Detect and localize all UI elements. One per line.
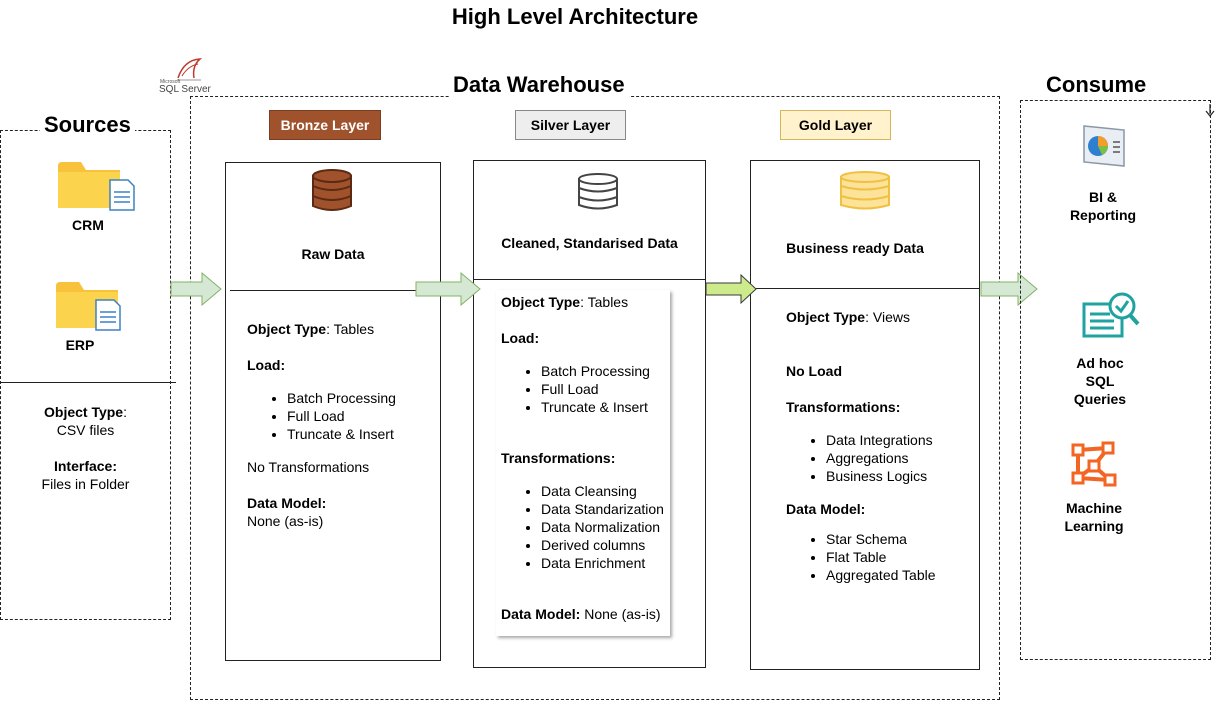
- sql-logo-text: SQL Server: [159, 84, 211, 95]
- database-icon: [838, 170, 892, 212]
- list-item: Full Load: [287, 407, 396, 425]
- list-item: Data Cleansing: [541, 482, 664, 500]
- silver-object-type-value: : Tables: [580, 294, 629, 310]
- silver-divider: [473, 279, 706, 280]
- consume-heading: Consume: [1042, 72, 1151, 98]
- list-item: Star Schema: [826, 530, 936, 548]
- gold-divider: [756, 288, 980, 289]
- list-item: Data Standarization: [541, 500, 664, 518]
- sources-object-type-label: Object Type: [44, 404, 124, 420]
- warehouse-heading: Data Warehouse: [449, 72, 629, 98]
- gold-object-type: Object Type: Views: [786, 308, 910, 326]
- bronze-load-label: Load:: [247, 357, 286, 373]
- bronze-subtitle: Raw Data: [301, 246, 365, 262]
- list-item: Batch Processing: [287, 389, 396, 407]
- silver-subtitle: Cleaned, Standarised Data: [501, 235, 678, 251]
- consume-label-ml: Machine Learning: [1034, 499, 1154, 535]
- consume-label-bi: BI & Reporting: [1040, 188, 1166, 224]
- bronze-layer-box: [225, 162, 441, 661]
- machine-learning-icon: [1070, 440, 1118, 488]
- database-icon: [576, 172, 620, 212]
- source-label-crm: CRM: [72, 217, 104, 233]
- list-item: Batch Processing: [541, 362, 650, 380]
- list-item: Data Enrichment: [541, 554, 664, 572]
- dashboard-report-icon: [1078, 122, 1130, 170]
- gold-object-type-value: : Views: [865, 309, 910, 325]
- silver-transformation-list: Data Cleansing Data Standarization Data …: [501, 482, 664, 572]
- bronze-layer-badge: Bronze Layer: [269, 110, 381, 140]
- silver-load-label: Load:: [501, 330, 540, 346]
- arrow-icon: [170, 271, 222, 311]
- database-icon: [310, 168, 354, 214]
- consume-label-line: SQL: [1085, 373, 1115, 389]
- gold-layer-box: [750, 160, 980, 670]
- arrow-icon: [705, 273, 757, 309]
- sources-object-type-value: CSV files: [56, 422, 115, 438]
- consume-label-line: Queries: [1073, 391, 1127, 407]
- gold-subtitle: Business ready Data: [786, 240, 924, 256]
- bronze-load-list: Batch Processing Full Load Truncate & In…: [247, 389, 396, 443]
- silver-data-model-label: Data Model:: [501, 606, 581, 622]
- sources-interface-value: Files in Folder: [41, 476, 130, 492]
- sources-object-type-colon: :: [123, 404, 127, 420]
- gold-data-model-list: Star Schema Flat Table Aggregated Table: [786, 530, 936, 584]
- silver-object-type: Object Type: Tables: [501, 293, 628, 311]
- consume-label-line: Reporting: [1069, 207, 1137, 223]
- list-item: Flat Table: [826, 548, 936, 566]
- sources-object-type: Object Type:: [0, 403, 171, 421]
- gold-data-model-label: Data Model:: [786, 501, 866, 517]
- sources-divider: [0, 382, 176, 383]
- list-item: Derived columns: [541, 536, 664, 554]
- silver-data-model: Data Model: None (as-is): [501, 605, 660, 623]
- consume-label-line: Learning: [1064, 518, 1124, 534]
- bronze-object-type-label: Object Type: [247, 321, 327, 337]
- sql-logo-small-text: Microsoft: [160, 79, 181, 85]
- crm-folder-icon: [56, 158, 136, 212]
- list-item: Aggregations: [826, 449, 933, 467]
- arrow-icon: [980, 271, 1038, 311]
- list-item: Truncate & Insert: [287, 425, 396, 443]
- gold-layer-badge: Gold Layer: [780, 110, 891, 140]
- consume-label-line: Ad hoc: [1076, 355, 1124, 371]
- silver-transformations-label: Transformations:: [501, 450, 616, 466]
- list-item: Business Logics: [826, 467, 933, 485]
- silver-load-list: Batch Processing Full Load Truncate & In…: [501, 362, 650, 416]
- bronze-object-type-value: : Tables: [326, 321, 375, 337]
- page-title: High Level Architecture: [451, 4, 699, 29]
- silver-layer-badge: Silver Layer: [515, 110, 626, 140]
- consume-container: [1020, 100, 1211, 660]
- consume-label-sql: Ad hoc SQL Queries: [1040, 354, 1160, 408]
- list-item: Data Normalization: [541, 518, 664, 536]
- list-item: Truncate & Insert: [541, 398, 650, 416]
- consume-label-line: BI &: [1089, 189, 1117, 205]
- list-item: Full Load: [541, 380, 650, 398]
- sql-server-logo: Microsoft SQL Server: [156, 56, 212, 96]
- list-item: Data Integrations: [826, 431, 933, 449]
- bronze-data-model-label: Data Model:: [247, 495, 327, 511]
- silver-object-type-label: Object Type: [501, 294, 581, 310]
- sources-heading: Sources: [40, 112, 135, 138]
- arrow-down-icon: [1205, 104, 1215, 123]
- consume-label-line: Machine: [1065, 500, 1122, 516]
- silver-details-panel: [496, 290, 670, 636]
- gold-load-text: No Load: [786, 363, 842, 379]
- sources-interface-label: Interface:: [53, 458, 118, 474]
- bronze-divider: [230, 290, 441, 291]
- bronze-transformations: No Transformations: [247, 459, 370, 475]
- silver-data-model-value: None (as-is): [580, 606, 661, 622]
- erp-folder-icon: [54, 278, 134, 332]
- bronze-object-type: Object Type: Tables: [247, 320, 374, 338]
- gold-transformations-label: Transformations:: [786, 399, 901, 415]
- list-item: Aggregated Table: [826, 566, 936, 584]
- arrow-icon: [415, 271, 481, 311]
- query-search-icon: [1080, 290, 1142, 342]
- bronze-data-model-value: None (as-is): [247, 513, 324, 529]
- gold-transformation-list: Data Integrations Aggregations Business …: [786, 431, 933, 485]
- gold-object-type-label: Object Type: [786, 309, 866, 325]
- source-label-erp: ERP: [65, 337, 95, 353]
